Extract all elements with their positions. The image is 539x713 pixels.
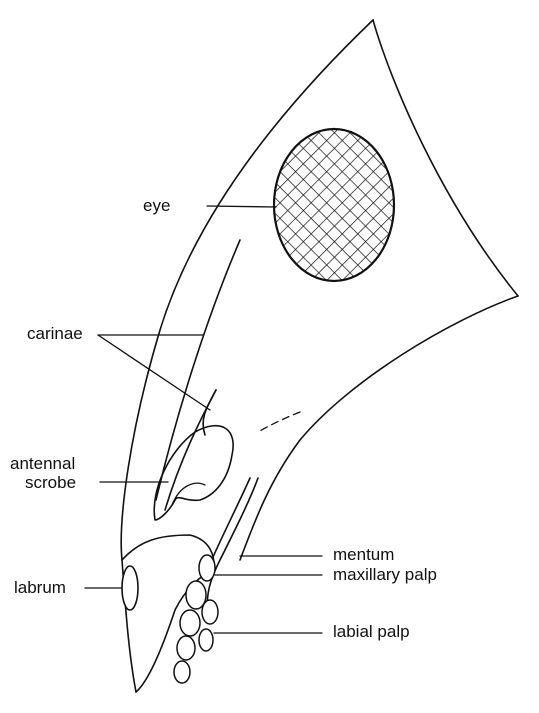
carina-right <box>165 390 216 510</box>
gena-dashed-line <box>258 412 300 432</box>
labial-palp-seg4 <box>174 661 190 683</box>
mentum-outline-1 <box>207 478 258 620</box>
label-antennal: antennal <box>10 454 75 473</box>
head-ventral-outline <box>240 296 518 560</box>
label-scrobe: scrobe <box>25 473 76 492</box>
label-carinae: carinae <box>27 324 83 343</box>
labial-palp-seg2 <box>180 610 200 636</box>
label-eye: eye <box>143 196 170 215</box>
label-labial-palp: labial palp <box>333 622 410 641</box>
labial-palp-seg3 <box>177 636 195 660</box>
labrum-shape <box>122 566 138 610</box>
labial-palp-seg6 <box>199 629 213 651</box>
labial-palp-seg5 <box>202 600 218 624</box>
head-capsule-outline <box>121 20 373 692</box>
compound-eye <box>274 129 394 281</box>
head-back-outline <box>373 20 518 296</box>
carinae-leader-2 <box>98 335 210 410</box>
label-labrum: labrum <box>14 578 66 597</box>
maxillary-palp-seg1 <box>199 555 215 581</box>
scrobe-lobe <box>172 483 205 505</box>
label-maxillary-palp: maxillary palp <box>333 565 437 584</box>
label-mentum: mentum <box>333 545 394 564</box>
